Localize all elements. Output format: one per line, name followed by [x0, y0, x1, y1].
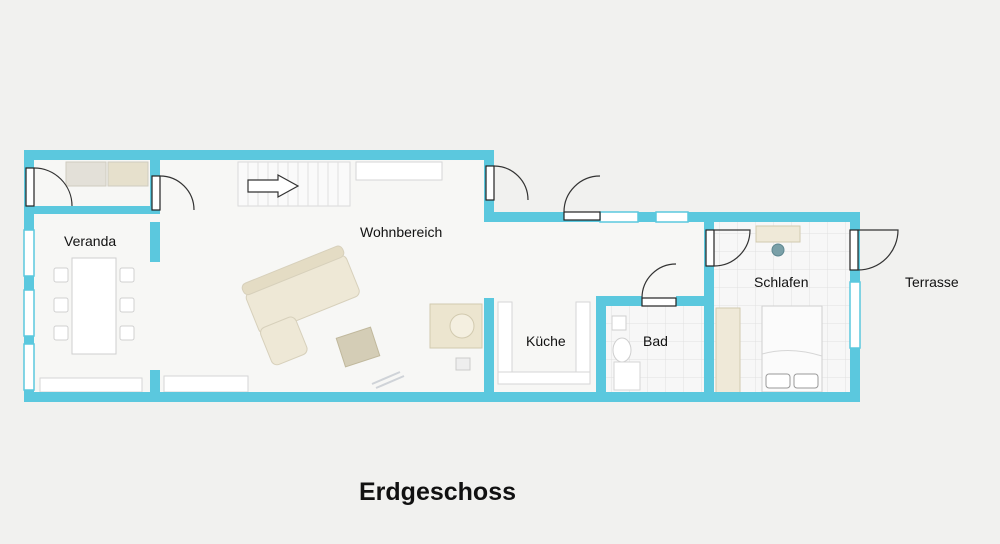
terrasse-door: [849, 229, 899, 271]
bedroom-furniture: [715, 225, 823, 395]
room-label-schlafen: Schlafen: [754, 274, 808, 290]
hall-door: [563, 175, 601, 221]
doors: [25, 165, 899, 307]
veranda-furniture: [39, 161, 149, 393]
living-exterior-door: [485, 165, 529, 201]
stair-direction-arrow-icon: [247, 173, 300, 199]
room-label-veranda: Veranda: [64, 233, 116, 249]
plan-title: Erdgeschoss: [359, 478, 516, 506]
schlafen-door: [705, 229, 751, 267]
room-label-kueche: Küche: [526, 333, 566, 349]
room-label-wohnbereich: Wohnbereich: [360, 224, 442, 240]
veranda-entry-door: [25, 167, 73, 207]
staircase: [237, 161, 351, 207]
living-furniture: [163, 161, 483, 393]
room-label-terrasse: Terrasse: [905, 274, 959, 290]
room-label-bad: Bad: [643, 333, 668, 349]
dining-table: [71, 257, 117, 355]
wardrobe: [715, 307, 741, 395]
coffee-table: [335, 326, 381, 368]
windows: [23, 211, 861, 391]
bad-door: [641, 263, 677, 307]
bath-fixtures: [611, 315, 641, 391]
veranda-inner-door: [151, 175, 195, 211]
sofa: [241, 245, 360, 366]
kitchen-counters: [497, 301, 591, 385]
